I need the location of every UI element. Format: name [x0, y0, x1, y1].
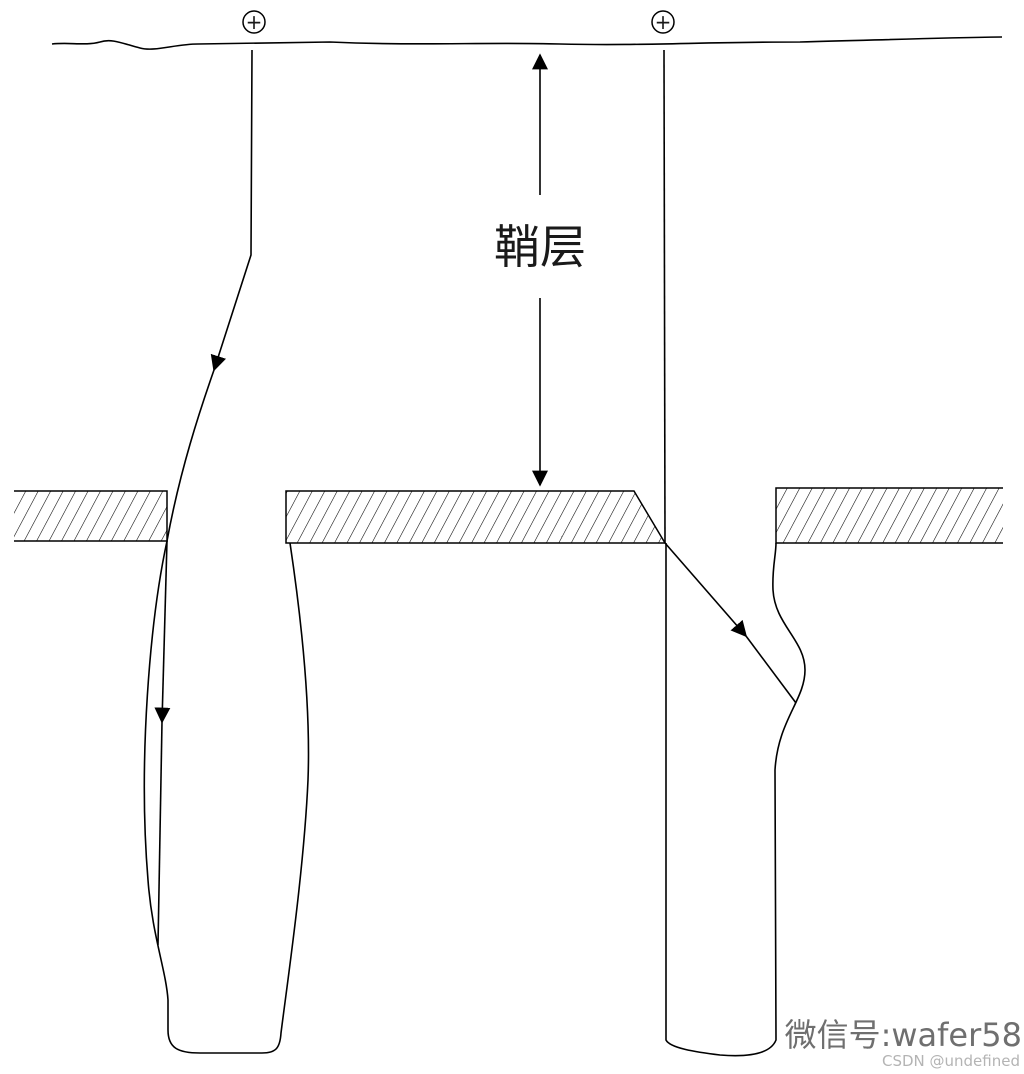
watermark-main: 微信号:wafer58	[784, 1016, 1022, 1054]
plus-sign: +	[655, 10, 672, 34]
mask-left	[14, 491, 167, 541]
ion-path-left-lower	[154, 540, 171, 724]
ion-path-right-deflected	[664, 542, 748, 638]
watermark-sub: CSDN @undefined	[881, 1052, 1020, 1070]
plasma-surface-line	[51, 36, 1003, 50]
positive-ion-left: +	[242, 10, 266, 34]
positive-ion-right: +	[651, 10, 675, 34]
ion-path-left-bottom	[157, 721, 163, 946]
plus-sign: +	[246, 10, 263, 34]
mask-middle	[285, 490, 667, 544]
ion-path-right-vertical	[663, 49, 666, 544]
left-trench-wall-left	[143, 540, 310, 1054]
mask-right	[776, 488, 1003, 543]
ion-path-right-tail	[745, 635, 797, 704]
ion-path-left-middle	[166, 369, 215, 542]
sheath-label: 鞘层	[494, 220, 586, 274]
ion-path-left-upper	[210, 49, 253, 372]
right-trench-wall	[665, 542, 806, 1057]
